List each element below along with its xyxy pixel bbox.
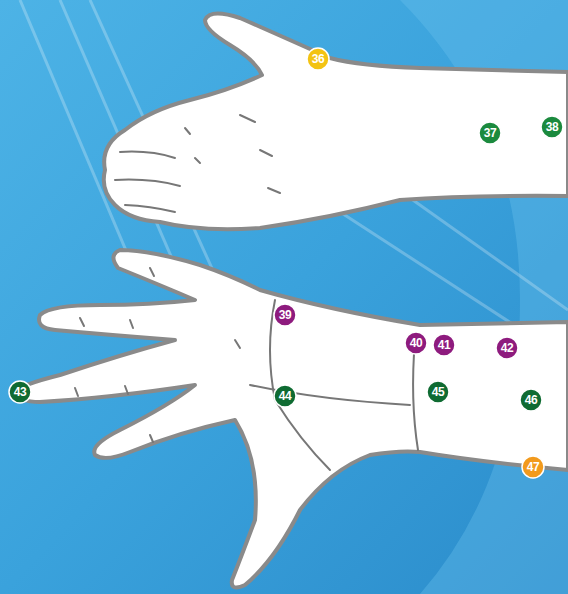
callout-circle: 47 [521,455,545,479]
callout-number: 47 [521,455,545,479]
finger-crease [130,320,133,328]
callout-disc [541,116,563,138]
callout-disc [520,389,542,411]
callout-number: 38 [540,115,564,139]
callout-disc [9,381,31,403]
callout-number: 43 [8,380,32,404]
callout-number: 44 [273,384,297,408]
knuckle-line [260,150,272,156]
callout-circle: 45 [426,380,450,404]
callout-circle: 44 [273,384,297,408]
callout-disc [307,48,329,70]
callout-circle: 42 [495,336,519,360]
callout-disc [405,332,427,354]
palm-crease [235,340,240,348]
callout-disc [479,122,501,144]
finger-crease [75,388,78,396]
callout-disc [522,456,544,478]
callout-number: 37 [478,121,502,145]
finger-crease [150,435,153,442]
callout-circle: 37 [478,121,502,145]
knuckle-line [185,128,190,134]
callout-disc [433,334,455,356]
callout-disc [274,304,296,326]
callout-circle: 39 [273,303,297,327]
callout-circle: 46 [519,388,543,412]
knuckle-line [240,115,255,122]
callout-number: 46 [519,388,543,412]
wrist-line [413,340,418,450]
hand-back-lines [115,115,280,212]
finger-line [120,152,175,158]
callout-number: 45 [426,380,450,404]
knuckle-line [195,158,200,163]
callout-number: 40 [404,331,428,355]
callout-circle: 41 [432,333,456,357]
finger-crease [80,318,84,326]
callout-disc [274,385,296,407]
callout-circle: 43 [8,380,32,404]
finger-crease [125,386,128,394]
callout-number: 36 [306,47,330,71]
callout-number: 42 [495,336,519,360]
finger-line [115,180,180,186]
knuckle-line [268,188,280,193]
callout-number: 39 [273,303,297,327]
callout-number: 41 [432,333,456,357]
finger-crease [150,268,154,276]
palm-line [270,300,330,470]
callout-disc [496,337,518,359]
callout-disc [427,381,449,403]
hand-palm [15,250,568,588]
callout-circle: 36 [306,47,330,71]
finger-line [125,205,175,212]
hand-back [104,13,568,229]
callout-circle: 38 [540,115,564,139]
callout-circle: 40 [404,331,428,355]
light-ray [20,0,130,260]
hand-palm-lines [75,268,418,470]
